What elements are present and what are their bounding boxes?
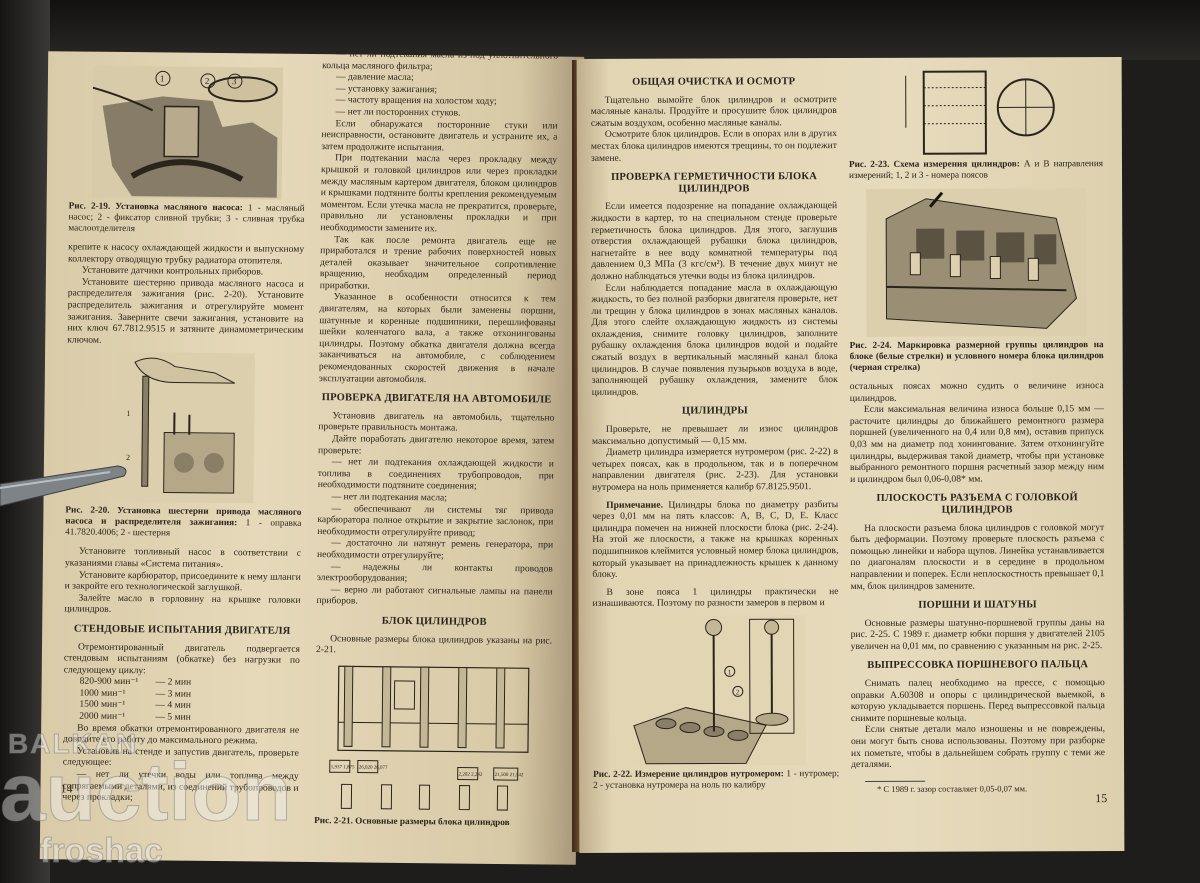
paragraph: Так как после ремонта двигатель еще не п… — [319, 233, 557, 292]
svg-text:1,937 1,875: 1,937 1,875 — [331, 765, 355, 770]
figure-2-20: 1 2 — [113, 352, 256, 504]
figure-2-24 — [866, 188, 1087, 337]
right-column-2: Рис. 2-23. Схема измерения цилиндров: А … — [849, 65, 1106, 795]
figure-2-23-caption: Рис. 2-23. Схема измерения цилиндров: А … — [848, 158, 1103, 181]
footnote: * С 1989 г. зазор составляет 0,05-0,07 м… — [877, 783, 1028, 794]
figure-2-23 — [886, 65, 1066, 156]
paragraph: В зоне пояса 1 цилиндры практически не и… — [592, 585, 839, 610]
figure-2-22-caption: Рис. 2-22. Измерение цилиндров нутромеро… — [593, 767, 840, 790]
paragraph: Залейте масло в горловину на крышке голо… — [64, 592, 301, 616]
list-item: — нет ли подтекания масла из-под уплотни… — [322, 48, 559, 72]
list-item: — достаточно ли натянут ремень генератор… — [316, 537, 554, 562]
svg-text:3: 3 — [232, 76, 237, 86]
section-heading-bench-tests: СТЕНДОВЫЕ ИСПЫТАНИЯ ДВИГАТЕЛЯ — [73, 623, 291, 637]
section-heading-cylinder-block: БЛОК ЦИЛИНДРОВ — [381, 615, 487, 628]
svg-text:2,202 2,242: 2,202 2,242 — [459, 772, 483, 777]
paragraph: При подтекании масла через прокладку меж… — [320, 152, 558, 235]
watermark-balkan: BALKAN — [7, 728, 139, 760]
figure-2-20-caption: Рис. 2-20. Установка шестерни привода ма… — [65, 504, 302, 538]
svg-text:1: 1 — [126, 409, 130, 418]
oil-pump-illustration-icon: 1 2 3 — [91, 65, 284, 200]
bore-gauge-illustration-icon: 1 2 — [625, 615, 807, 766]
paragraph: Основные размеры шатунно-поршневой групп… — [850, 616, 1105, 652]
svg-text:1: 1 — [160, 73, 165, 83]
section-heading-pin-press: ВЫПРЕССОВКА ПОРШНЕВОГО ПАЛЬЦА — [867, 659, 1089, 672]
bench-cycle-list: 820-900 мин⁻¹— 2 мин 1000 мин⁻¹— 3 мин 1… — [63, 676, 299, 725]
figure-2-21: 1,937 1,875 26,020 26,077 2,202 2,242 21… — [327, 662, 539, 814]
figure-2-19-caption: Рис. 2-19. Установка масляного насоса: 1… — [68, 200, 305, 234]
cylinder-measurement-scheme-icon — [905, 70, 1055, 155]
svg-text:26,020 26,077: 26,020 26,077 — [359, 765, 388, 770]
paragraph: Отремонтированный двигатель подвергается… — [63, 641, 301, 676]
paragraph: Диаметр цилиндра измеряется нутромером (… — [592, 446, 839, 493]
cylinder-block-dimensions-diagram-icon: 1,937 1,875 26,020 26,077 2,202 2,242 21… — [329, 665, 530, 811]
list-item: — верно ли работают сигнальные лампы на … — [316, 583, 553, 607]
paragraph: Снимать палец необходимо на прессе, с по… — [850, 677, 1105, 724]
paragraph: Установите карбюратор, присоедините к не… — [64, 569, 301, 594]
gear-installation-illustration-icon: 1 2 — [113, 352, 256, 504]
right-page: ОБЩАЯ ОЧИСТКА И ОСМОТР Тщательно вымойте… — [576, 57, 1125, 853]
section-heading-vehicle-check: ПРОВЕРКА ДВИГАТЕЛЯ НА АВТОМОБИЛЕ — [321, 392, 552, 406]
paragraph: Дайте поработать двигателю некоторое вре… — [318, 433, 555, 457]
figure-2-24-caption: Рис. 2-24. Маркировка размерной группы ц… — [849, 339, 1104, 373]
list-item: — нет ли подтекания охлаждающей жидкости… — [317, 456, 555, 493]
list-item: — обеспечивают ли системы тяг привода ка… — [317, 502, 554, 539]
section-heading-tightness: ПРОВЕРКА ГЕРМЕТИЧНОСТИ БЛОКА ЦИЛИНДРОВ — [611, 171, 818, 195]
paragraph: Проверьте, не превышает ли износ цилиндр… — [591, 423, 838, 447]
paragraph: Основные размеры блока цилиндров указаны… — [315, 632, 553, 656]
paragraph: Указанное в особенности относится к тем … — [318, 291, 556, 385]
paragraph: Если имеется подозрение на попадание охл… — [591, 200, 838, 282]
svg-text:2: 2 — [736, 688, 740, 696]
figure-2-22: 1 2 — [625, 615, 807, 766]
paragraph: Если снятые детали мало изношены и не по… — [850, 723, 1106, 771]
figure-2-19: 1 2 3 — [91, 65, 284, 200]
paragraph: Если обнаружатся посторонние стуки или н… — [321, 117, 558, 154]
note-paragraph: Примечание. Цилиндры блока по диаметру р… — [592, 498, 839, 581]
paragraph: крепите к насосу охлаждающей жидкости и … — [68, 241, 305, 267]
list-item: — надежны ли контакты проводов электрооб… — [316, 560, 553, 585]
section-heading-pistons: ПОРШНИ И ШАТУНЫ — [918, 599, 1037, 611]
section-heading-cleaning: ОБЩАЯ ОЧИСТКА И ОСМОТР — [632, 76, 796, 88]
paragraph: Если максимальная величина износа больше… — [849, 403, 1105, 485]
left-column-2: — нет ли подтекания масла из-под уплотни… — [314, 48, 558, 836]
paragraph: Тщательно вымойте блок цилиндров и осмот… — [590, 93, 837, 129]
right-column-1: ОБЩАЯ ОЧИСТКА И ОСМОТР Тщательно вымойте… — [591, 76, 840, 799]
watermark-user: froshac — [40, 832, 164, 871]
paragraph: Установите топливный насос в соответстви… — [64, 545, 302, 571]
dark-background-top — [0, 0, 1200, 60]
section-heading-mating-plane: ПЛОСКОСТЬ РАЗЪЕМА С ГОЛОВКОЙ ЦИЛИНДРОВ — [876, 492, 1078, 516]
paragraph: Осмотрите блок цилиндров. Если в опорах … — [590, 128, 837, 164]
svg-text:1: 1 — [728, 668, 732, 676]
figure-2-21-caption: Рис. 2-21. Основные размеры блока цилинд… — [314, 814, 510, 827]
cylinder-block-underside-illustration-icon — [866, 188, 1087, 337]
page-number-right: 15 — [1095, 791, 1108, 806]
paragraph: Установите шестерню привода масляного на… — [67, 276, 304, 346]
footnote-divider — [865, 780, 926, 782]
section-heading-cylinders: ЦИЛИНДРЫ — [681, 405, 748, 418]
left-page: 1 2 3 Рис. 2-19. Установка масляного нас… — [39, 48, 585, 865]
left-column-1: 1 2 3 Рис. 2-19. Установка масляного нас… — [62, 65, 306, 805]
paragraph: Если наблюдается попадание масла в охлаж… — [591, 281, 838, 398]
scissors-blade-icon — [0, 465, 127, 507]
svg-text:2: 2 — [126, 453, 130, 462]
svg-text:21,500 21,542: 21,500 21,542 — [495, 773, 524, 778]
paragraph: остальных поясах можно судить о величине… — [849, 380, 1104, 404]
paragraph: Установив двигатель на автомобиль, тщате… — [318, 410, 555, 434]
watermark-auction: auction — [0, 747, 292, 839]
paragraph: На плоскости разъема блока цилиндров с г… — [850, 521, 1105, 592]
svg-text:2: 2 — [205, 76, 210, 86]
